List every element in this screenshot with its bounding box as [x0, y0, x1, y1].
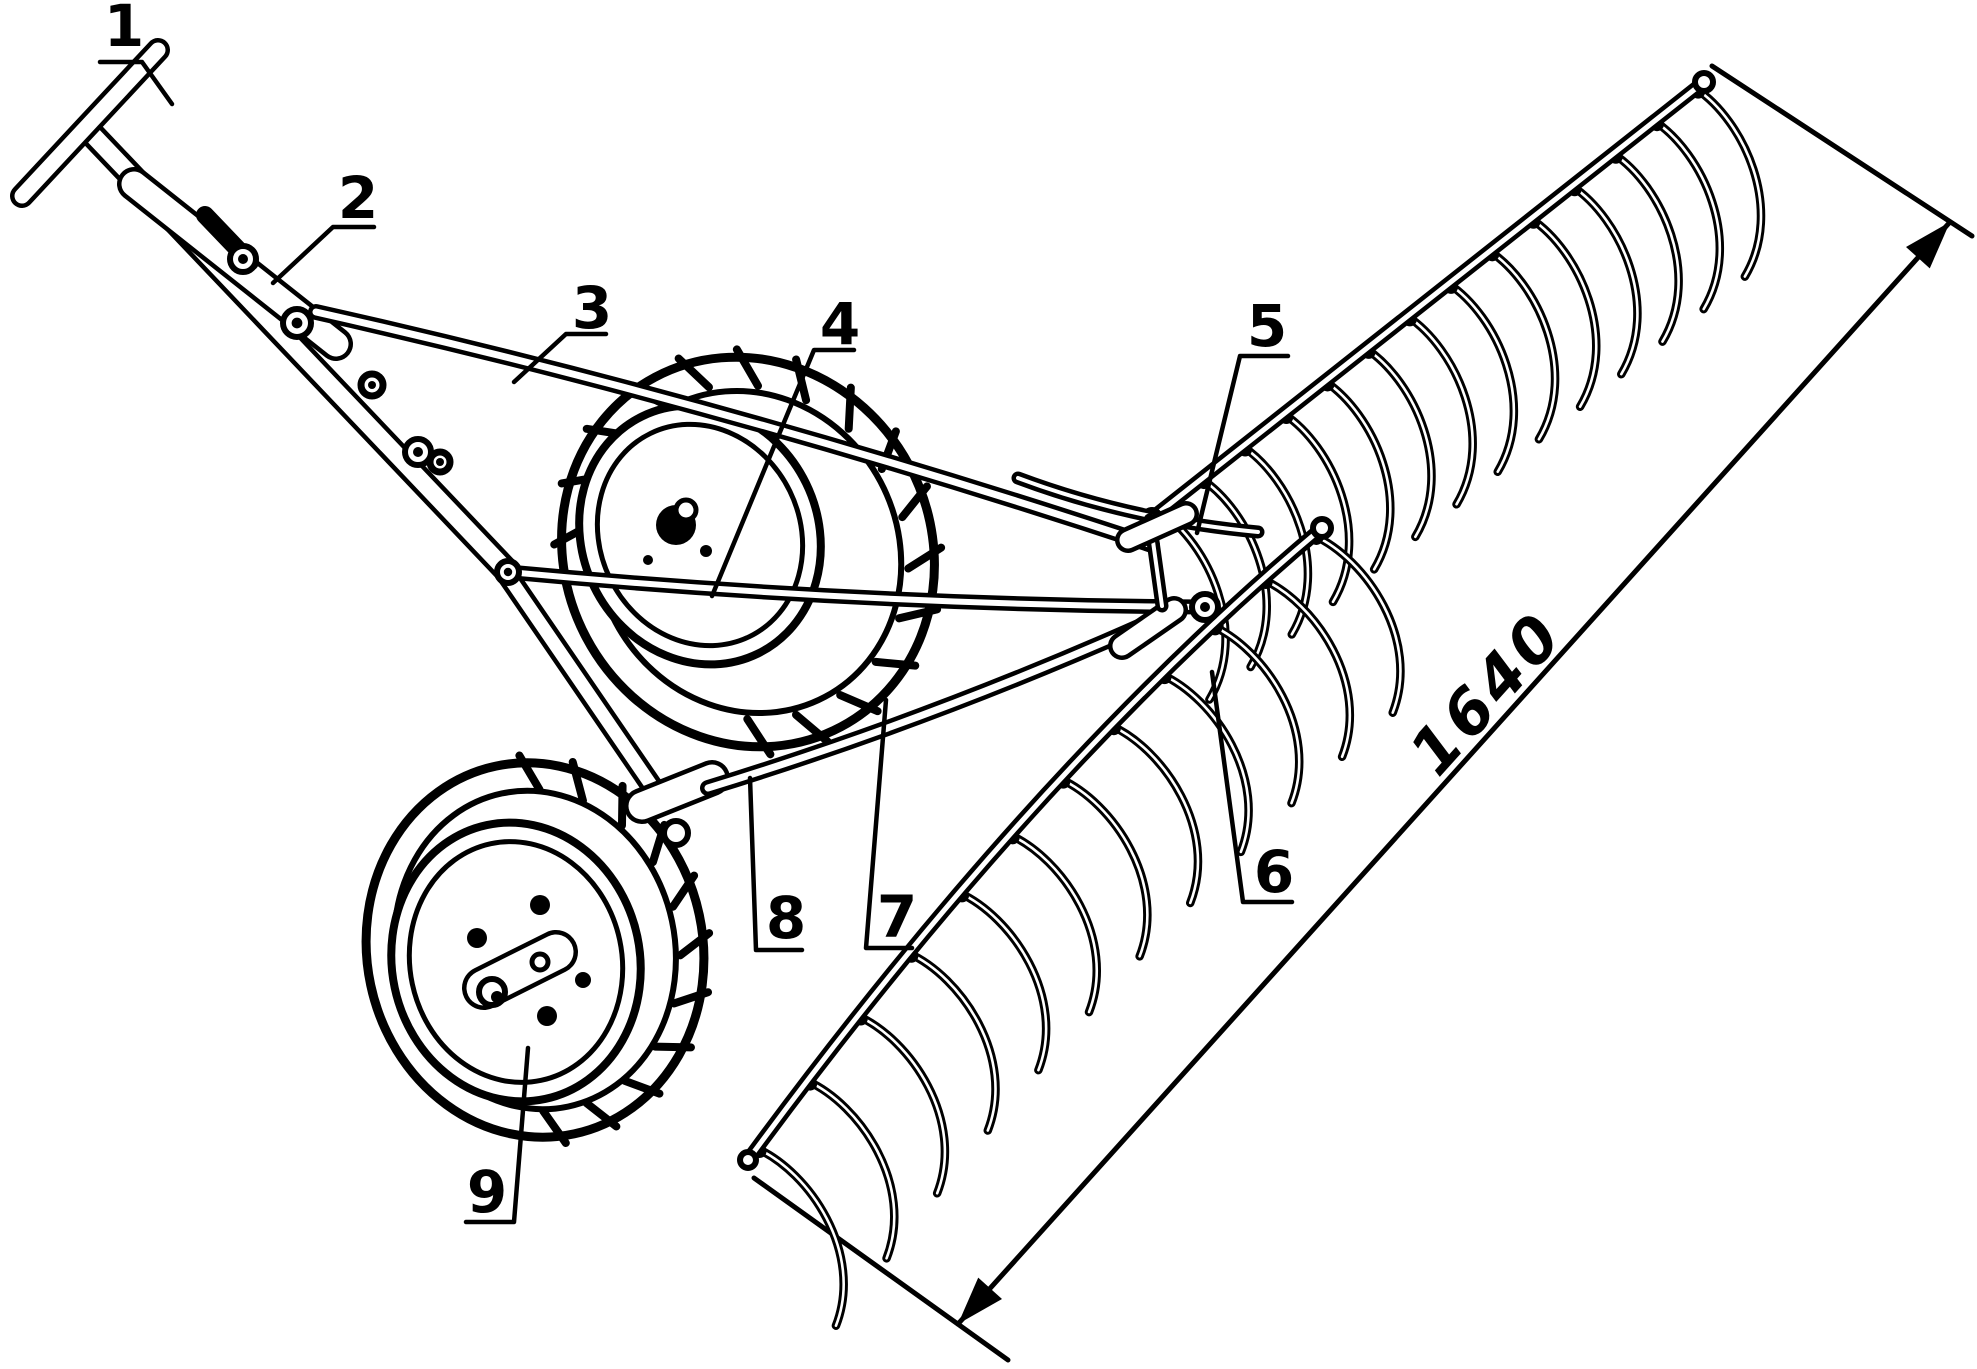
transport-wheel-middle	[550, 345, 946, 759]
dimension-arrow-bottom	[958, 1277, 1003, 1324]
frame-tubes	[10, 38, 1265, 848]
callout-label-8: 8	[766, 884, 806, 952]
callout-label-9: 9	[467, 1158, 507, 1226]
dimension-1640	[751, 63, 1975, 1363]
front-wing-tines	[752, 530, 1405, 1330]
leader-4	[709, 347, 857, 599]
leader-6	[1209, 669, 1295, 905]
callout-label-5: 5	[1247, 292, 1287, 360]
front-wing-bar	[737, 516, 1334, 1171]
transport-wheel-front	[361, 751, 714, 1148]
leader-5	[1194, 353, 1291, 536]
callout-label-4: 4	[820, 290, 860, 358]
dimension-arrow-top	[1905, 222, 1950, 269]
callout-label-1: 1	[104, 0, 144, 60]
leader-2	[270, 224, 377, 286]
extension-line-top	[1709, 63, 1975, 239]
dimension-line	[955, 219, 1953, 1327]
callout-label-3: 3	[572, 274, 612, 342]
leader-1	[97, 59, 175, 107]
leader-8	[747, 775, 805, 953]
rear-wing-tines	[1155, 84, 1766, 704]
callout-label-7: 7	[877, 883, 917, 951]
callout-label-2: 2	[338, 164, 378, 232]
leader-3	[511, 331, 609, 385]
dimension-label: 1640	[1395, 597, 1578, 789]
callout-leader-lines	[97, 59, 1295, 1225]
callout-label-6: 6	[1254, 838, 1294, 906]
extension-line-bottom	[751, 1175, 1011, 1363]
leader-9	[463, 1045, 531, 1225]
leader-7	[863, 697, 915, 951]
callout-numbers: 1 2 3 4 5 6 7 8 9	[104, 0, 1294, 1226]
